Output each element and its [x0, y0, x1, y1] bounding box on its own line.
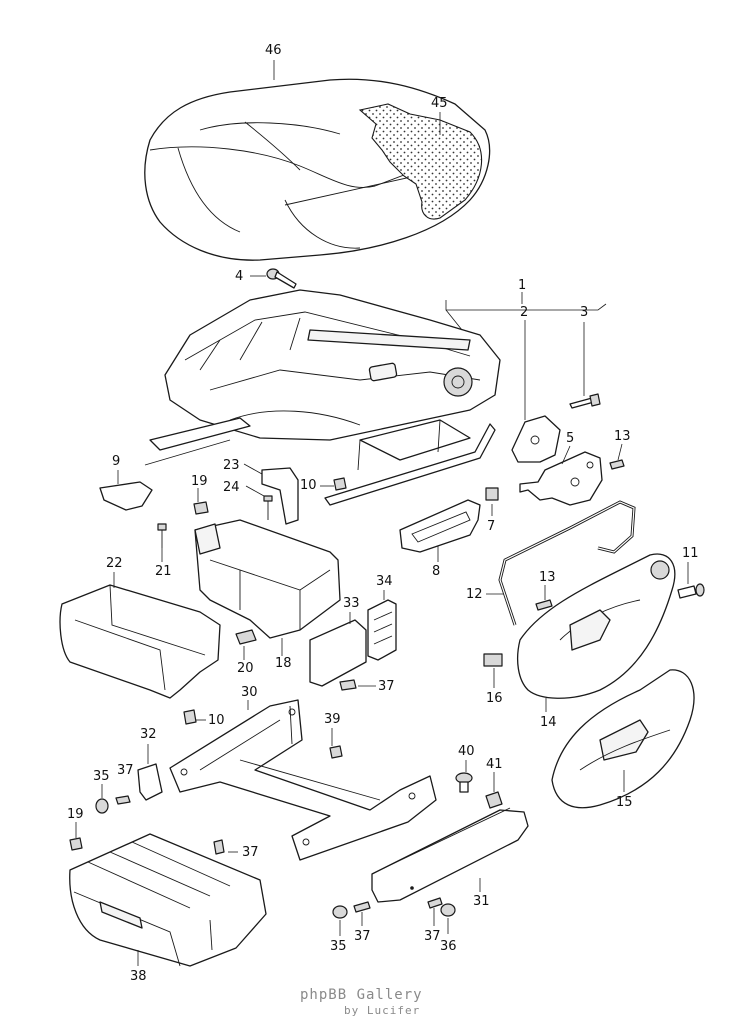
- callout-35a: 35: [93, 769, 110, 784]
- bracket-32: [137, 763, 163, 801]
- cap-9: [99, 481, 153, 511]
- screw-37e: [427, 897, 443, 909]
- callout-46: 46: [265, 43, 282, 58]
- callout-32: 32: [140, 727, 157, 742]
- callout-39: 39: [324, 712, 341, 727]
- perforated-cushion-insert: [358, 103, 483, 220]
- plug-36: [440, 903, 456, 917]
- screw-37a: [339, 679, 357, 691]
- tray-frame-18: [194, 519, 341, 639]
- screw-37d: [353, 901, 371, 913]
- side-panel-14: [517, 553, 676, 699]
- callout-33: 33: [343, 596, 360, 611]
- screw-13b: [535, 599, 553, 611]
- plug-19b: [69, 837, 83, 851]
- clip-16: [483, 653, 503, 667]
- callout-40: 40: [458, 744, 475, 759]
- callout-13b: 13: [539, 570, 556, 585]
- callout-24: 24: [223, 480, 240, 495]
- clip-7: [485, 487, 499, 501]
- callout-45: 45: [431, 96, 448, 111]
- watermark-title: phpBB Gallery: [300, 987, 423, 1003]
- callout-10a: 10: [300, 478, 317, 493]
- bolt-3: [569, 393, 601, 409]
- callout-1: 1: [518, 278, 527, 293]
- callout-19b: 19: [67, 807, 84, 822]
- screw-10a: [333, 477, 347, 491]
- callout-36: 36: [440, 939, 457, 954]
- screw-13a: [609, 459, 625, 470]
- callout-5: 5: [566, 431, 575, 446]
- callout-38: 38: [130, 969, 147, 984]
- callout-10b: 10: [208, 713, 225, 728]
- screw-4: [266, 268, 297, 289]
- callout-13a: 13: [614, 429, 631, 444]
- screw-37b: [115, 795, 131, 805]
- side-panel-15: [551, 669, 695, 809]
- bracket-2: [511, 415, 561, 463]
- callout-37e: 37: [424, 929, 441, 944]
- callout-35b: 35: [330, 939, 347, 954]
- bracket-plate-5: [519, 451, 603, 506]
- plug-35a: [95, 798, 109, 814]
- callout-18: 18: [275, 656, 292, 671]
- screw-10b: [183, 709, 197, 725]
- lower-frame-30: [169, 699, 437, 861]
- module-33: [309, 619, 367, 687]
- callout-41: 41: [486, 757, 503, 772]
- callout-7: 7: [487, 519, 496, 534]
- screw-24: [263, 495, 273, 520]
- callout-14: 14: [540, 715, 557, 730]
- storage-drawer-38: [69, 833, 267, 967]
- leader-lines: [75, 60, 689, 966]
- screw-37c: [213, 839, 225, 855]
- callout-8: 8: [432, 564, 441, 579]
- callout-2: 2: [520, 305, 529, 320]
- screw-39: [329, 745, 343, 759]
- callout-4: 4: [235, 269, 244, 284]
- callout-3: 3: [580, 305, 589, 320]
- clip-41: [485, 791, 503, 809]
- callout-20: 20: [237, 661, 254, 676]
- callout-15: 15: [616, 795, 633, 810]
- screw-21: [157, 523, 167, 548]
- handle-8: [399, 499, 481, 553]
- plug-19a: [193, 501, 209, 515]
- callout-21: 21: [155, 564, 172, 579]
- callout-37c: 37: [242, 845, 259, 860]
- callout-12: 12: [466, 587, 483, 602]
- callout-30: 30: [241, 685, 258, 700]
- plate-20: [235, 629, 257, 645]
- bracket-34: [367, 599, 397, 661]
- callout-9: 9: [112, 454, 121, 469]
- callout-19a: 19: [191, 474, 208, 489]
- watermark-credit: by Lucifer: [344, 1004, 421, 1017]
- callout-34: 34: [376, 574, 393, 589]
- callout-37a: 37: [378, 679, 395, 694]
- callout-31: 31: [473, 894, 490, 909]
- callout-37b: 37: [117, 763, 134, 778]
- plug-35b: [332, 905, 348, 919]
- push-pin-11: [677, 583, 705, 599]
- callout-22: 22: [106, 556, 123, 571]
- callout-23: 23: [223, 458, 240, 473]
- seat-frame-assembly: [144, 289, 501, 506]
- pin-40: [455, 772, 473, 793]
- bracket-23: [261, 467, 299, 525]
- callout-16: 16: [486, 691, 503, 706]
- callout-37d: 37: [354, 929, 371, 944]
- drawer-front-22: [59, 584, 221, 699]
- side-trim-31: [371, 807, 529, 903]
- callout-11: 11: [682, 546, 699, 561]
